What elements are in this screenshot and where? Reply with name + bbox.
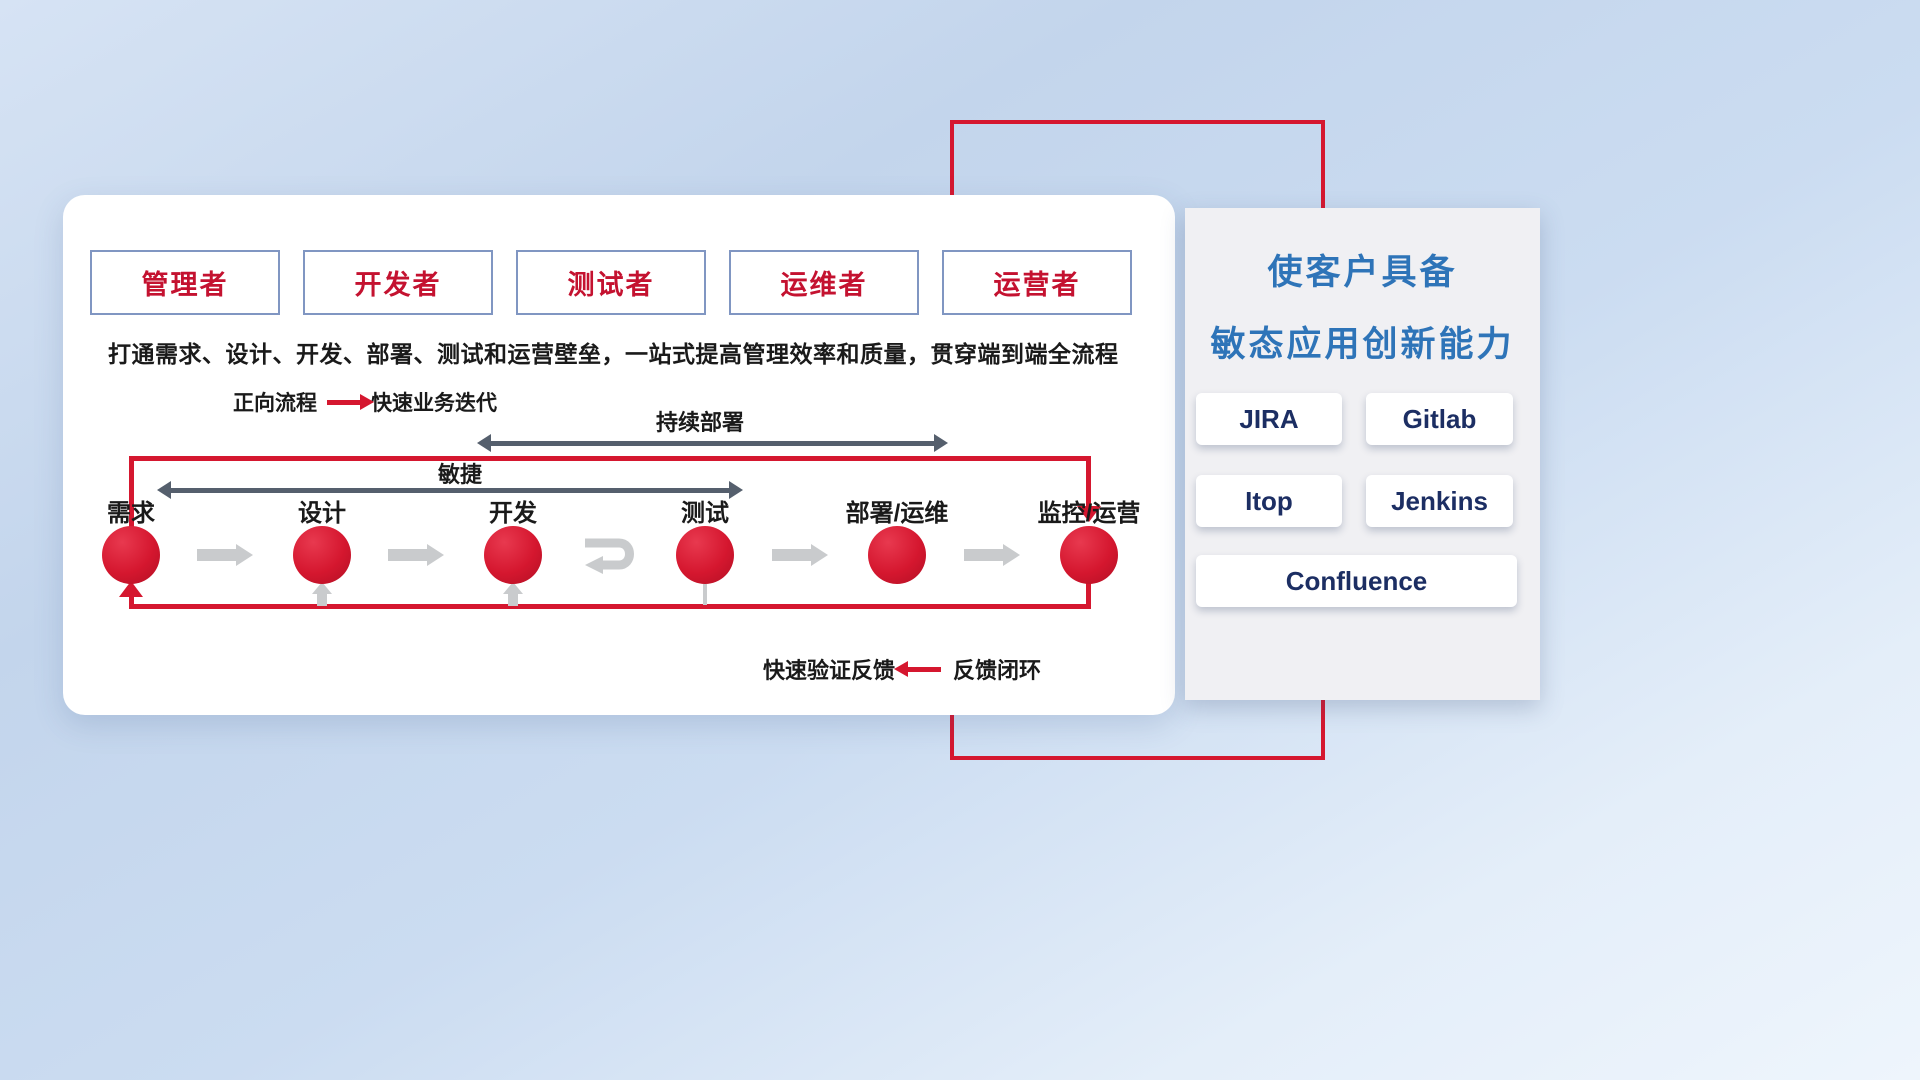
role-label: 管理者 <box>141 270 229 300</box>
feedback-up-arrow-design <box>317 593 327 606</box>
tool-chip-gitlab: Gitlab <box>1366 393 1513 445</box>
tool-chip-confluence: Confluence <box>1196 555 1517 607</box>
stage-dot-monitor-operate <box>1060 526 1118 584</box>
continuous-deploy-span-arrow-icon <box>477 434 948 452</box>
role-label: 开发者 <box>354 270 442 300</box>
agile-span-arrow-icon <box>157 481 743 499</box>
stage-label-design: 设计 <box>298 500 346 527</box>
stage-dot-design <box>293 526 351 584</box>
forward-loop-line <box>1086 456 1091 508</box>
stage-dot-requirements <box>102 526 160 584</box>
feedback-loop-line <box>129 595 134 606</box>
stage-dot-test <box>676 526 734 584</box>
capability-panel: 使客户具备 敏态应用创新能力 JIRA Gitlab Itop Jenkins … <box>1185 208 1540 700</box>
feedback-connector-test <box>703 584 707 605</box>
forward-flow-legend: 正向流程 快速业务迭代 <box>233 387 497 417</box>
forward-loop-line <box>129 456 134 528</box>
feedback-loop-line <box>129 604 1091 609</box>
continuous-deploy-label: 持续部署 <box>655 410 744 435</box>
feedback-legend-label: 快速验证反馈 <box>763 658 896 683</box>
panel-title-line1: 使客户具备 <box>1267 253 1458 292</box>
role-label: 测试者 <box>567 270 655 300</box>
stage-dot-develop <box>484 526 542 584</box>
stage-label-monitor-operate: 监控/运营 <box>1037 500 1141 527</box>
forward-flow-desc: 快速业务迭代 <box>371 392 497 415</box>
feedback-legend: 快速验证反馈 反馈闭环 <box>763 653 1041 685</box>
flow-arrow-icon <box>772 544 828 566</box>
forward-flow-label: 正向流程 <box>233 392 317 415</box>
feedback-loop-arrowhead-icon <box>119 581 143 597</box>
tool-chip-jenkins: Jenkins <box>1366 475 1513 527</box>
agile-label: 敏捷 <box>437 462 482 487</box>
role-box-operator: 运营者 <box>942 250 1132 315</box>
workflow-card: 管理者 开发者 测试者 运维者 运营者 打通需求、设计、开发、部署、测试和运营壁… <box>63 195 1175 715</box>
feedback-arrow-icon <box>907 666 942 672</box>
forward-loop-line <box>129 456 1091 461</box>
role-box-tester: 测试者 <box>516 250 706 315</box>
stage-label-develop: 开发 <box>489 500 537 527</box>
tool-chip-itop: Itop <box>1196 475 1342 527</box>
panel-title-line2: 敏态应用创新能力 <box>1210 325 1515 364</box>
role-box-manager: 管理者 <box>90 250 280 315</box>
feedback-up-arrow-develop <box>508 593 518 606</box>
flow-arrow-icon <box>197 544 253 566</box>
feedback-legend-desc: 反馈闭环 <box>953 658 1042 683</box>
stage-dot-deploy-ops <box>868 526 926 584</box>
feedback-up-arrowhead-design-icon <box>312 582 332 594</box>
role-box-ops: 运维者 <box>729 250 919 315</box>
roles-row: 管理者 开发者 测试者 运维者 运营者 <box>90 250 1132 315</box>
role-label: 运营者 <box>993 270 1081 300</box>
role-label: 运维者 <box>780 270 868 300</box>
feedback-loop-line <box>1086 582 1091 606</box>
flow-arrow-icon <box>964 544 1020 566</box>
stage-label-deploy-ops: 部署/运维 <box>845 500 949 527</box>
workflow-subtitle: 打通需求、设计、开发、部署、测试和运营壁垒，一站式提高管理效率和质量，贯穿端到端… <box>108 341 1119 367</box>
stage-label-test: 测试 <box>681 500 729 527</box>
forward-loop-arrowhead-icon <box>1077 506 1101 522</box>
role-box-developer: 开发者 <box>303 250 493 315</box>
tool-chip-jira: JIRA <box>1196 393 1342 445</box>
forward-arrow-icon <box>327 393 374 410</box>
feedback-up-arrowhead-develop-icon <box>503 582 523 594</box>
iteration-uturn-arrow-icon <box>585 538 634 574</box>
flow-arrow-icon <box>388 544 444 566</box>
stage-label-requirements: 需求 <box>107 500 155 527</box>
